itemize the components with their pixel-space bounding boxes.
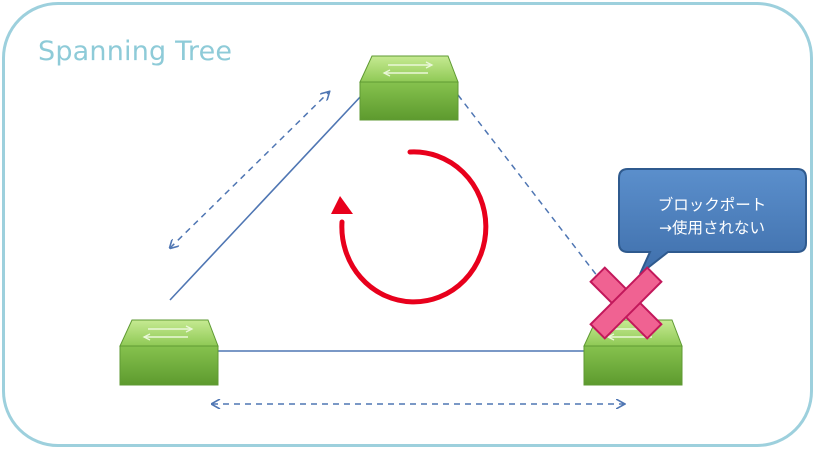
network-switch-icon bbox=[119, 319, 219, 386]
traffic-arrow-left bbox=[170, 92, 329, 248]
link-top-right-blocked bbox=[457, 94, 609, 291]
x-mark-icon bbox=[589, 266, 663, 340]
callout-bubble bbox=[618, 168, 807, 275]
callout-text: ブロックポート →使用されない bbox=[619, 183, 805, 251]
callout-line-2: →使用されない bbox=[659, 219, 765, 237]
network-switch-icon bbox=[359, 55, 459, 121]
diagram-title: Spanning Tree bbox=[38, 36, 233, 67]
link-top-left bbox=[169, 94, 363, 301]
circular-arrow-icon bbox=[331, 149, 489, 305]
network-switch-icon bbox=[583, 319, 683, 386]
callout-line-1: ブロックポート bbox=[657, 196, 767, 214]
